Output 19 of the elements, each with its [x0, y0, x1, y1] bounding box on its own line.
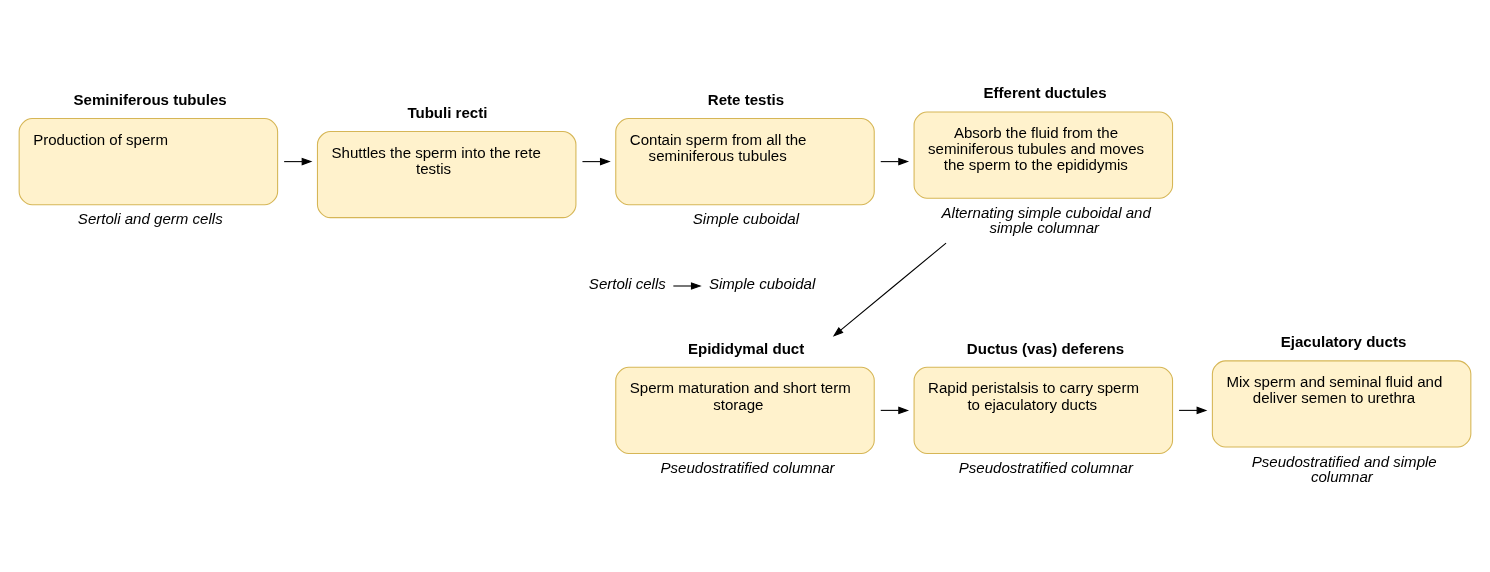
node-label: Pseudostratified columnar — [958, 459, 1133, 477]
node-label: Pseudostratified columnar — [660, 459, 835, 477]
node-label: Ductus (vas) deferens — [966, 339, 1125, 357]
node-label: Efferent ductules — [983, 84, 1107, 102]
node-label: Rete testis — [707, 90, 785, 108]
node-label: Simple cuboidal — [692, 210, 800, 228]
arrow — [672, 282, 702, 290]
arrow — [581, 157, 611, 166]
node-label: Pseudostratified and simple columnar — [1251, 452, 1437, 485]
node-label: Tubuli recti — [407, 103, 488, 121]
node-label: Alternating simple cuboidal and simple columnar — [941, 203, 1151, 236]
node-text: Simple cuboidal — [708, 274, 816, 292]
node-label: Epididymal duct — [687, 339, 805, 357]
node-text: Sertoli cells — [588, 274, 666, 292]
node-label: Seminiferous tubules — [73, 90, 227, 108]
node-label: Sertoli and germ cells — [77, 210, 223, 228]
arrow — [283, 157, 313, 166]
arrow — [832, 242, 947, 337]
node-label: Ejaculatory ducts — [1280, 333, 1407, 351]
